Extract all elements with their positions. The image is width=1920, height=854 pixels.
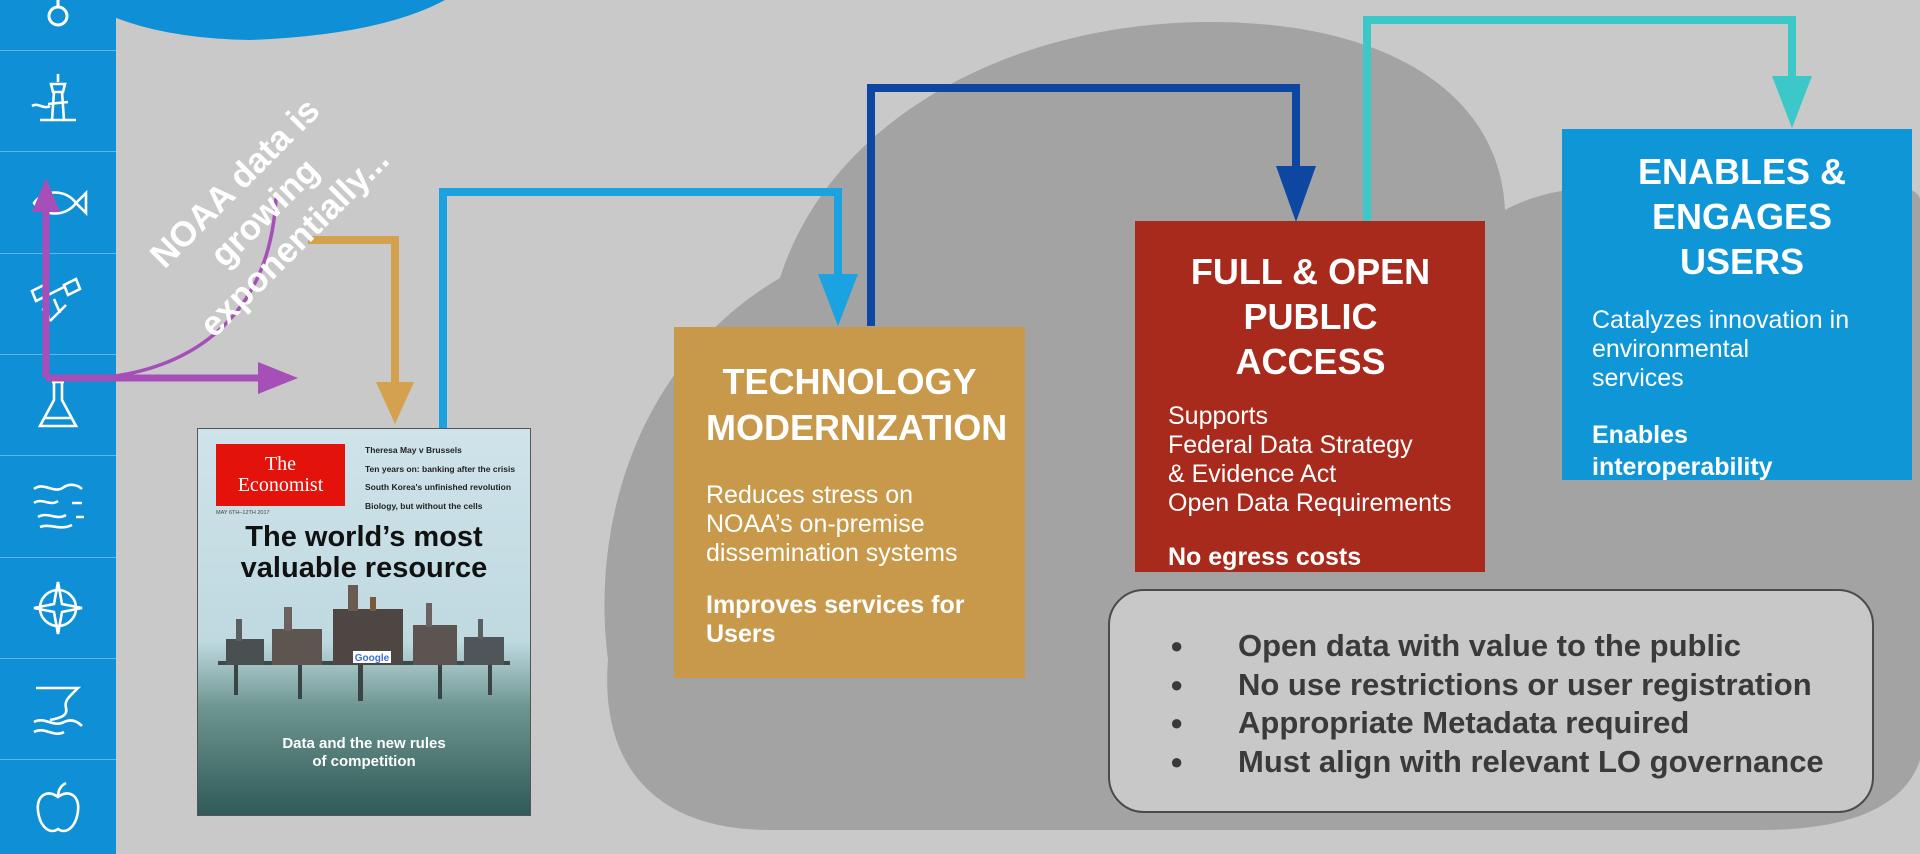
flask-icon xyxy=(20,366,96,442)
body-line: environmental xyxy=(1592,335,1750,363)
requirement-item: No use restrictions or user registration xyxy=(1170,666,1872,705)
purple-arrowhead-up xyxy=(32,178,60,212)
cover-subtitle-line: Data and the new rules xyxy=(282,735,446,752)
title-line: TECHNOLOGY xyxy=(722,361,977,402)
title-line: ENABLES & xyxy=(1637,151,1847,192)
cover-kicker: Biology, but without the cells xyxy=(365,500,483,511)
body-line: dissemination systems xyxy=(706,539,958,567)
cover-subtitle-line: of competition xyxy=(312,753,416,770)
economist-logo: The Economist xyxy=(216,444,345,506)
title-line: FULL & OPEN xyxy=(1190,251,1431,292)
top-blue-blob xyxy=(80,0,445,40)
teal-arrowhead xyxy=(1772,76,1812,128)
economist-cover: The Economist Theresa May v Brussels Ten… xyxy=(197,428,531,816)
box-title: TECHNOLOGY MODERNIZATION xyxy=(706,359,1008,451)
brand-mark: Google xyxy=(355,653,390,664)
compass-icon xyxy=(20,568,96,644)
logo-line: The xyxy=(264,453,297,475)
oil-rigs-illustration: Google xyxy=(218,585,510,701)
requirements-list: Open data with value to the public No us… xyxy=(1110,627,1872,781)
body-line: NOAA’s on-premise xyxy=(706,510,925,538)
box-body: Reduces stress on NOAA’s on-premise diss… xyxy=(706,481,993,568)
enables-users-box: ENABLES & ENGAGES USERS Catalyzes innova… xyxy=(1562,129,1912,483)
sidebar-divider xyxy=(0,151,116,152)
box-title: ENABLES & ENGAGES USERS xyxy=(1592,149,1892,284)
sidebar xyxy=(0,0,116,854)
sidebar-divider xyxy=(0,50,116,51)
title-line: MODERNIZATION xyxy=(706,407,1008,448)
body-line: Federal Data Strategy xyxy=(1168,431,1413,459)
sidebar-divider xyxy=(0,253,116,254)
purple-growth-curve xyxy=(99,197,278,380)
sidebar-divider xyxy=(0,354,116,355)
body-line: services xyxy=(1592,364,1684,392)
cover-subtitle: Data and the new rules of competition xyxy=(198,735,530,771)
gold-arrowhead xyxy=(376,382,414,424)
weather-map-icon xyxy=(20,467,96,543)
highlight-line: Enables xyxy=(1592,421,1688,449)
sidebar-divider xyxy=(0,557,116,558)
cover-kicker: Theresa May v Brussels xyxy=(365,445,462,455)
box-body: Catalyzes innovation in environmental se… xyxy=(1592,306,1892,393)
highlight-line: interoperability xyxy=(1592,453,1773,481)
requirements-callout: Open data with value to the public No us… xyxy=(1108,589,1874,813)
gold-arrow-line xyxy=(308,236,399,384)
body-line: Supports xyxy=(1168,402,1269,430)
highlight-line: Users xyxy=(706,620,776,648)
lighthouse-icon xyxy=(20,62,96,138)
blue-arrow-line xyxy=(439,188,842,428)
box-highlight: Improves services for Users xyxy=(706,591,993,649)
requirement-item: Appropriate Metadata required xyxy=(1170,704,1872,743)
circle-top-icon xyxy=(20,0,96,46)
body-line: Catalyzes innovation in xyxy=(1592,306,1850,334)
coastline-icon xyxy=(20,670,96,746)
cover-date: MAY 6TH–12TH 2017 xyxy=(216,510,270,516)
box-body: Supports Federal Data Strategy & Evidenc… xyxy=(1168,402,1453,518)
sidebar-divider xyxy=(0,455,116,456)
title-line: PUBLIC ACCESS xyxy=(1235,296,1386,382)
sidebar-divider xyxy=(0,759,116,760)
requirement-item: Must align with relevant LO governance xyxy=(1170,743,1872,782)
full-open-access-box: FULL & OPEN PUBLIC ACCESS Supports Feder… xyxy=(1135,221,1485,572)
box-highlight: No egress costs xyxy=(1168,543,1453,572)
teal-arrow-line xyxy=(1363,16,1796,221)
cover-kickers: Theresa May v Brussels Ten years on: ban… xyxy=(365,441,525,515)
cover-kicker: Ten years on: banking after the crisis xyxy=(365,463,516,474)
cover-title: The world’s most valuable resource xyxy=(198,522,530,584)
highlight-line: Improves services for xyxy=(706,591,965,619)
technology-modernization-box: TECHNOLOGY MODERNIZATION Reduces stress … xyxy=(674,327,1025,678)
cover-title-line: The world’s most xyxy=(245,521,483,553)
cover-kicker: South Korea's unfinished revolution xyxy=(365,482,512,492)
purple-growth-axes xyxy=(42,195,268,382)
box-highlight: Enables interoperability xyxy=(1592,419,1892,483)
highlight-line: No egress costs xyxy=(1168,543,1362,571)
apple-icon xyxy=(20,771,96,847)
body-line: Open Data Requirements xyxy=(1168,489,1452,517)
navy-arrow-line xyxy=(867,84,1300,326)
cover-title-line: valuable resource xyxy=(240,552,488,584)
body-line: Reduces stress on xyxy=(706,481,914,509)
requirement-item: Open data with value to the public xyxy=(1170,627,1872,666)
title-line: ENGAGES USERS xyxy=(1651,196,1833,282)
box-title: FULL & OPEN PUBLIC ACCESS xyxy=(1168,249,1453,384)
logo-line: Economist xyxy=(237,474,324,496)
sidebar-divider xyxy=(0,658,116,659)
navy-arrowhead xyxy=(1276,166,1316,222)
purple-arrowhead-right xyxy=(258,362,298,394)
body-line: & Evidence Act xyxy=(1168,460,1337,488)
blue-arrowhead xyxy=(818,274,858,326)
